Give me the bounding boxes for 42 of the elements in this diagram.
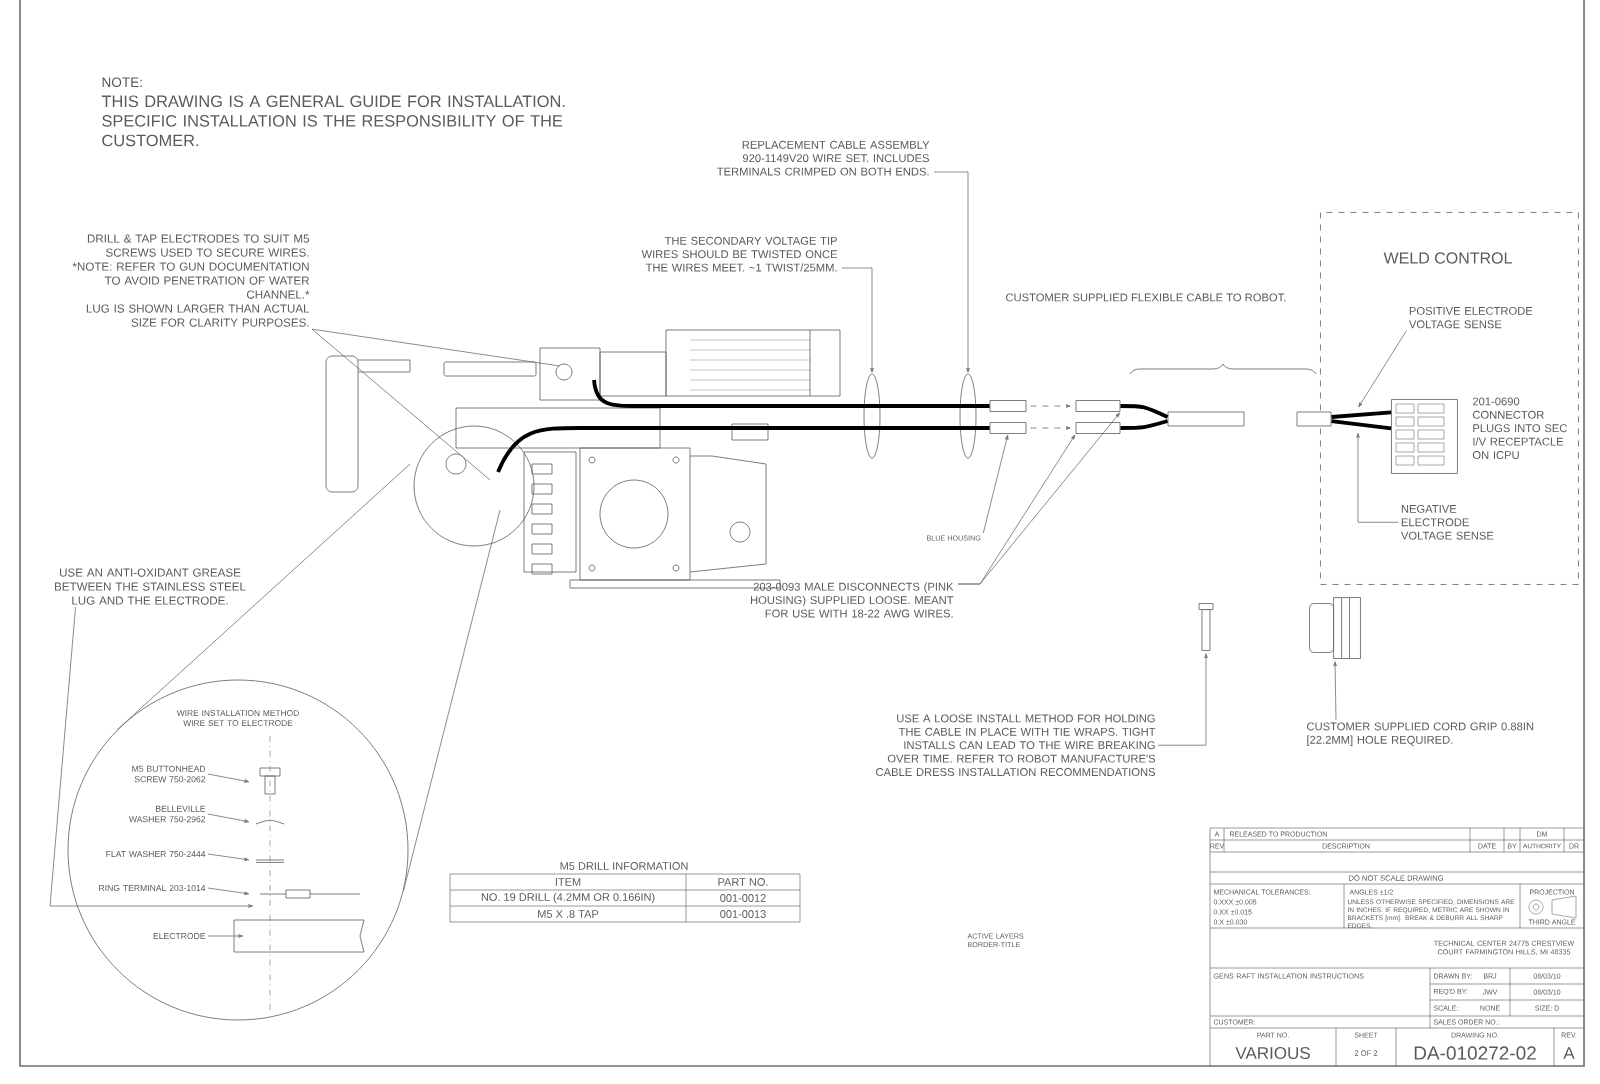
- leader-line: [311, 328, 491, 481]
- connector-housing: [1075, 400, 1121, 412]
- welding-gun-drawing: [325, 329, 841, 589]
- leader-line: [207, 773, 250, 783]
- leader-line: [1356, 432, 1399, 523]
- connector-housing: [989, 422, 1027, 434]
- connector-housing: [1075, 422, 1121, 434]
- cord-grip-drawing: [1309, 597, 1361, 659]
- wire: [1331, 419, 1392, 431]
- tie-wrap-drawing: [1198, 603, 1214, 651]
- ellipse-marker: [863, 373, 881, 459]
- leader-line: [1333, 661, 1337, 721]
- leader-line: [841, 267, 874, 373]
- cable: [592, 379, 990, 408]
- note-text: THIS DRAWING IS A GENERAL GUIDE FOR INSTALLATION. SPECIFIC INSTALLATION IS THE RESPONSIBILITY OF THE CUSTOMER.: [101, 95, 565, 147]
- detail-line: [117, 463, 411, 730]
- dashed-arrow: [1030, 404, 1071, 408]
- cable-end: [1296, 411, 1332, 427]
- wire: [1120, 419, 1169, 430]
- title-block-cell: VARIOUS: [1235, 1047, 1310, 1059]
- title-block-cell: A: [1563, 1047, 1575, 1059]
- leader-line: [311, 328, 561, 367]
- leader-line: [957, 412, 1120, 585]
- connector-housing: [989, 400, 1027, 412]
- leader-line: [207, 813, 250, 823]
- leader-line: [207, 853, 250, 861]
- wire: [1331, 410, 1392, 419]
- ellipse-marker: [959, 373, 977, 459]
- connector-block: [1391, 399, 1458, 474]
- leader-line: [1358, 330, 1407, 408]
- dashed-arrow: [1030, 426, 1071, 430]
- cable-end: [1167, 411, 1245, 427]
- cable: [496, 426, 990, 473]
- wire: [1120, 404, 1169, 419]
- title-block-cell: DA-010272-02: [1414, 1046, 1536, 1060]
- leader-line: [933, 171, 970, 373]
- leader-line: [207, 887, 250, 895]
- leader-line: [49, 606, 254, 908]
- leader-line: [207, 934, 244, 938]
- leader-line: [982, 434, 1009, 534]
- detail-line: [403, 509, 501, 892]
- leader-line: [1157, 653, 1208, 746]
